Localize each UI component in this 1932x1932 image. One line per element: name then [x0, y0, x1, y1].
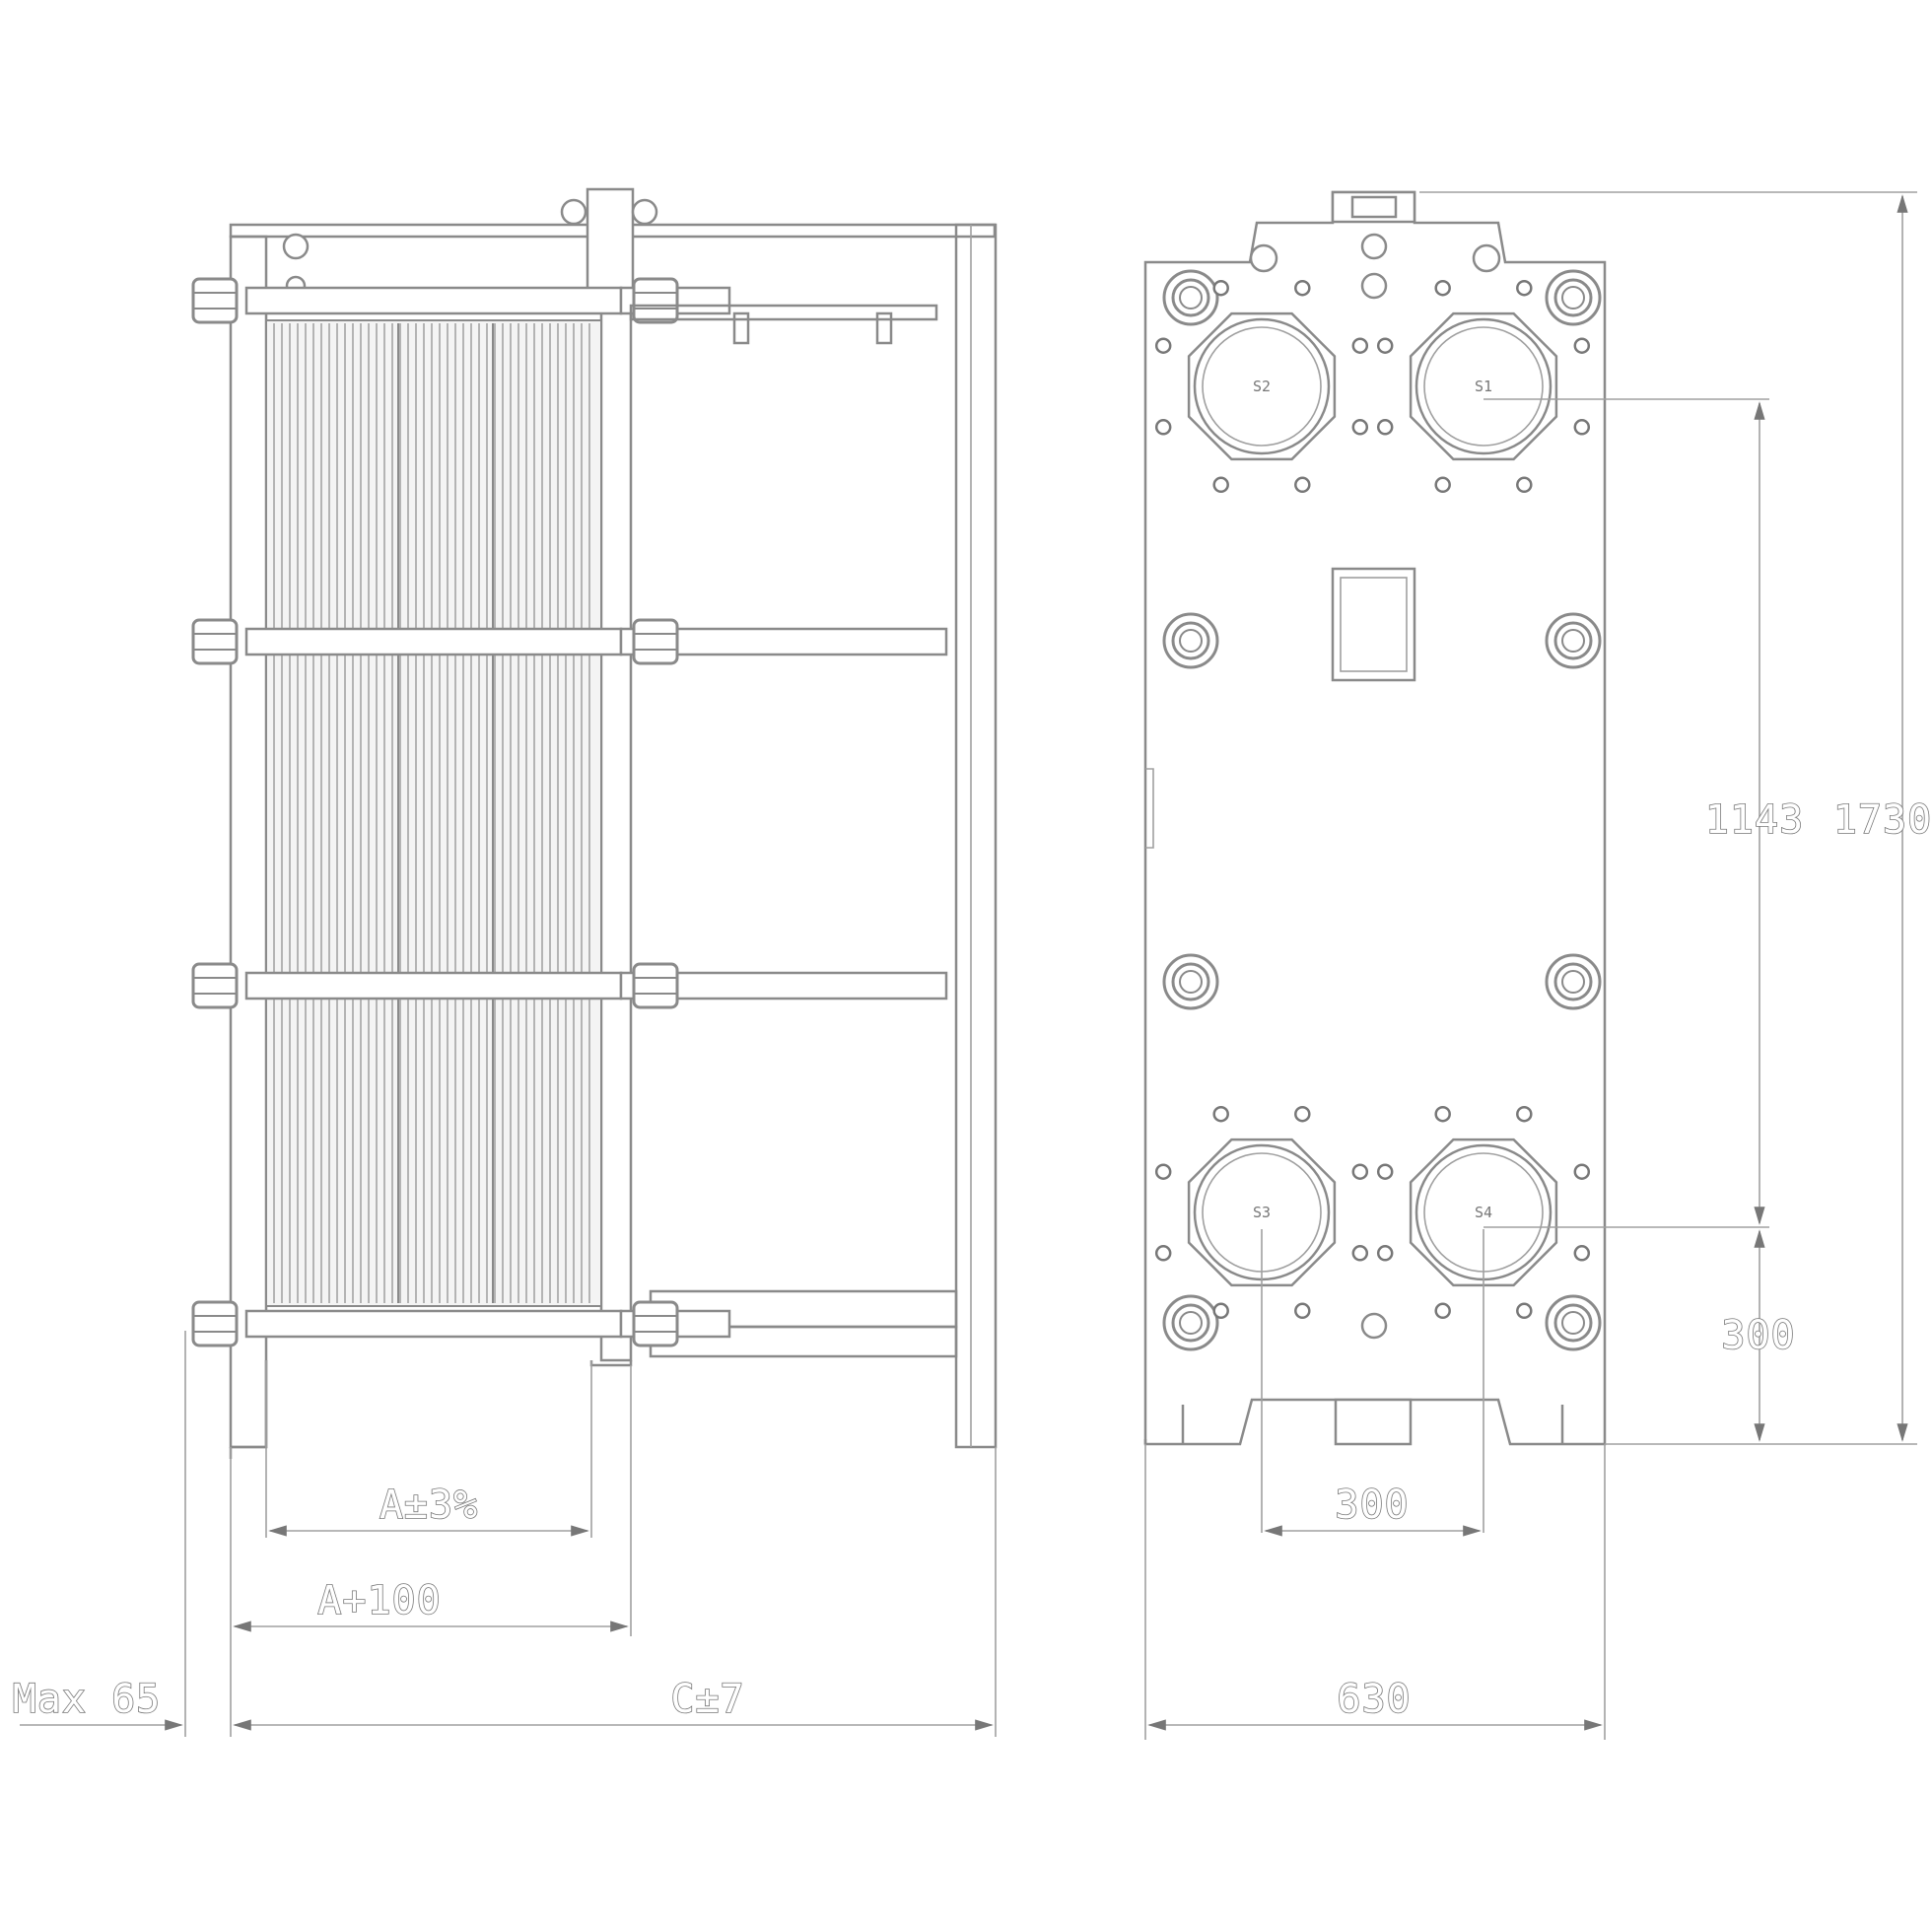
dim-port-spacing-label: 300	[1335, 1483, 1409, 1528]
flange-bolt-hole	[1376, 1163, 1394, 1180]
flange-bolt-hole	[1573, 1245, 1591, 1262]
flange-bolt-hole	[1154, 1163, 1172, 1180]
flange-bolt-hole	[1212, 1302, 1229, 1320]
flange-bolt-hole	[1376, 337, 1394, 354]
port-label: S4	[1475, 1204, 1492, 1221]
bolt-icon	[1162, 953, 1219, 1010]
flange-bolt-hole	[1376, 419, 1394, 436]
port-label: S1	[1475, 378, 1492, 395]
bolt-icon	[1545, 1294, 1602, 1351]
flange-bolt-hole	[1516, 279, 1533, 297]
port-label: S2	[1253, 378, 1271, 395]
port-label: S3	[1253, 1204, 1271, 1221]
flange-bolt-hole	[1434, 279, 1451, 297]
flange-bolt-hole	[1434, 1105, 1451, 1123]
flange-bolt-hole	[1294, 1105, 1311, 1123]
flange-bolt-hole	[1351, 1163, 1369, 1180]
flange-bolt-hole	[1212, 279, 1229, 297]
flange-bolt-hole	[1212, 1105, 1229, 1123]
bolt-icon	[1545, 269, 1602, 326]
plate-lines	[273, 323, 590, 1303]
flange-bolt-hole	[1154, 1245, 1172, 1262]
bottom-lug	[1334, 1398, 1413, 1446]
name-plate	[1331, 567, 1416, 682]
tie-bar-3	[191, 962, 948, 1009]
pressure-plate	[599, 284, 633, 1362]
fixed-frame-plate	[229, 235, 268, 1449]
tie-bar-1	[191, 277, 731, 324]
flange-bolt-hole	[1351, 419, 1369, 436]
lifting-lug	[586, 187, 635, 308]
side-view: A±3% A+100 C±7 Max 65	[12, 187, 998, 1737]
port-4: S4	[1376, 1105, 1591, 1320]
flange-bolt-hole	[1516, 1302, 1533, 1320]
flange-bolt-hole	[1154, 337, 1172, 354]
dim-plates-label: A±3%	[380, 1483, 478, 1528]
dim-height-total-label: 1730	[1833, 797, 1932, 843]
flange-bolt-hole	[1516, 476, 1533, 494]
flange-bolt-hole	[1294, 476, 1311, 494]
support-column	[954, 223, 998, 1449]
bolt-icon	[1162, 1294, 1219, 1351]
flange-bolt-hole	[1434, 476, 1451, 494]
flange-bolt-hole	[1351, 1245, 1369, 1262]
dim-width-label: 630	[1337, 1677, 1411, 1722]
bolt-icon	[1162, 612, 1219, 669]
flange-bolt-hole	[1573, 1163, 1591, 1180]
flange-bolt-hole	[1573, 419, 1591, 436]
frame-plate-outline	[1143, 190, 1607, 1446]
dim-bottom-port-label: 300	[1721, 1313, 1795, 1358]
bolt-icon	[1545, 612, 1602, 669]
flange-bolt-hole	[1294, 279, 1311, 297]
bolt-icon	[1162, 269, 1219, 326]
port-1: S2	[1154, 279, 1369, 494]
dim-pack-label: A+100	[317, 1578, 441, 1623]
port-2: S1	[1376, 279, 1591, 494]
flange-bolt-hole	[1154, 419, 1172, 436]
flange-bolt-hole	[1294, 1302, 1311, 1320]
flange-bolt-hole	[1516, 1105, 1533, 1123]
flange-bolt-hole	[1434, 1302, 1451, 1320]
flange-bolt-hole	[1212, 476, 1229, 494]
dim-total-label: C±7	[670, 1677, 744, 1722]
flange-bolt-hole	[1573, 337, 1591, 354]
tie-bar-2	[191, 618, 948, 665]
bolt-icon	[1545, 953, 1602, 1010]
dim-max-label: Max 65	[13, 1677, 162, 1722]
tie-bar-4	[191, 1300, 731, 1347]
dim-port-vertical-label: 1143	[1705, 797, 1804, 843]
flange-bolt-hole	[1376, 1245, 1394, 1262]
flange-bolt-hole	[1351, 337, 1369, 354]
